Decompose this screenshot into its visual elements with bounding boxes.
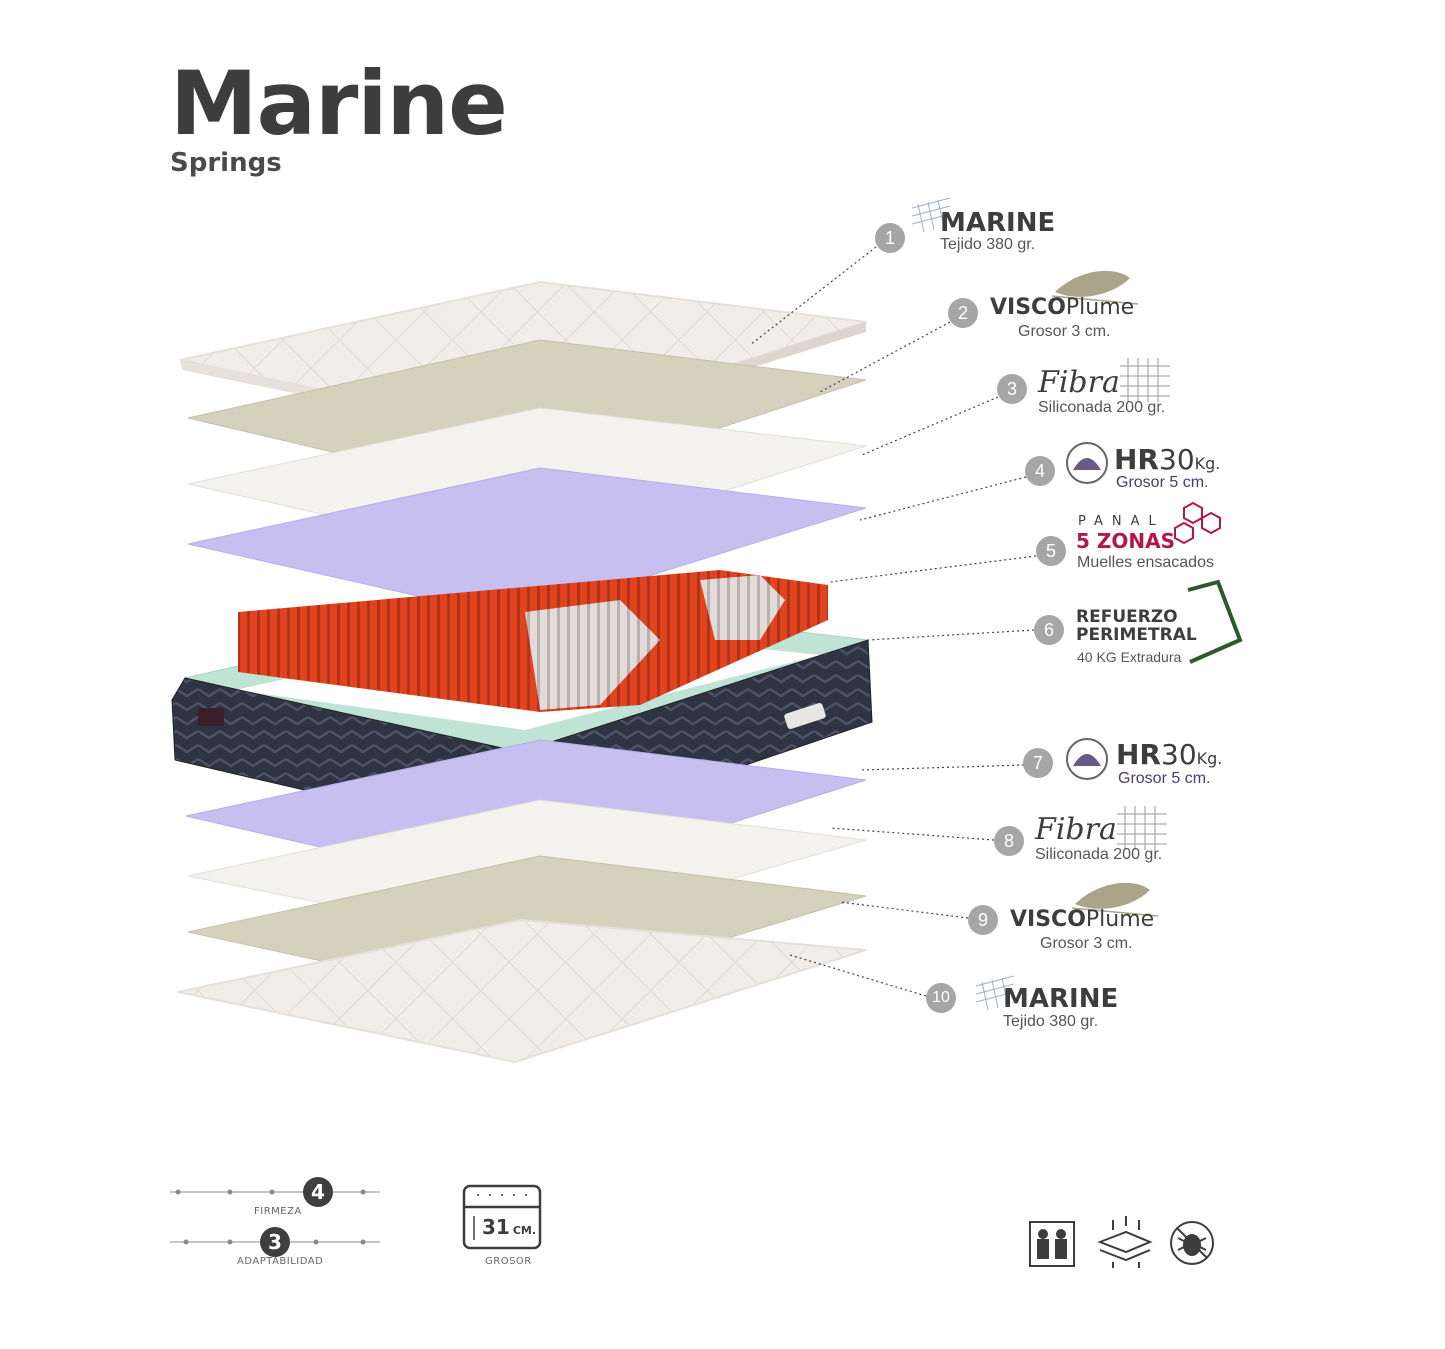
callout-number: 9 <box>968 905 998 935</box>
feather-icon <box>1051 270 1139 305</box>
firmeza-value-badge: 4 <box>303 1177 333 1207</box>
layer-name: HR30Kg. <box>1114 443 1221 476</box>
layer-name: Fibra <box>1035 812 1117 847</box>
callout-number: 6 <box>1034 615 1064 645</box>
grosor-label: GROSOR <box>485 1256 532 1267</box>
layer-cover-bottom <box>177 918 867 1064</box>
layer-desc: Siliconada 200 gr. <box>1035 846 1163 863</box>
mesh-icon <box>975 975 1015 1011</box>
mattress-thickness-icon <box>462 1184 542 1250</box>
layer-springs <box>238 570 828 712</box>
layer-desc: Tejido 380 gr. <box>940 236 1036 253</box>
adaptabilidad-label: ADAPTABILIDAD <box>237 1256 324 1267</box>
layer-desc: 40 KG Extradura <box>1077 649 1182 665</box>
layer-desc: Grosor 3 cm. <box>1040 935 1133 952</box>
callout-number: 10 <box>926 983 956 1013</box>
layer-name: PERIMETRAL <box>1076 625 1197 645</box>
grid-icon <box>1120 358 1170 402</box>
callout-number: 2 <box>948 298 978 328</box>
frame-icon <box>1187 579 1243 664</box>
firmeza-label: FIRMEZA <box>254 1206 302 1217</box>
anti-mite-icon <box>1170 1221 1214 1265</box>
layer-name: MARINE <box>1003 984 1119 1014</box>
layer-name: Fibra <box>1038 365 1120 400</box>
layer-desc: Grosor 5 cm. <box>1118 770 1211 787</box>
mesh-icon <box>911 197 951 233</box>
layer-name-prefix: PANAL <box>1078 514 1165 529</box>
scale-dots <box>175 1189 366 1245</box>
layer-name: 5 ZONAS <box>1076 529 1176 553</box>
layer-name: VISCOPlume <box>990 295 1135 320</box>
adaptabilidad-value-badge: 3 <box>260 1227 290 1257</box>
callout-number: 3 <box>997 374 1027 404</box>
layer-name: VISCOPlume <box>1010 907 1155 932</box>
layer-name: HR30Kg. <box>1116 738 1223 771</box>
layer-name: REFUERZO <box>1076 607 1178 627</box>
layer-desc: Muelles ensacados <box>1077 554 1214 571</box>
grid-icon <box>1117 806 1167 850</box>
callout-number: 5 <box>1036 536 1066 566</box>
page-subtitle: Springs <box>170 148 282 178</box>
callout-number: 7 <box>1023 748 1053 778</box>
two-people-icon <box>1029 1221 1075 1267</box>
layer-desc: Tejido 380 gr. <box>1003 1013 1099 1030</box>
layer-desc: Siliconada 200 gr. <box>1038 399 1166 416</box>
layer-desc: Grosor 3 cm. <box>1018 323 1111 340</box>
honeycomb-icon <box>1174 501 1221 545</box>
page-title: Marine <box>170 52 508 155</box>
feather-icon <box>1071 882 1159 917</box>
callout-number: 4 <box>1025 456 1055 486</box>
callout-number: 1 <box>875 223 905 253</box>
leader-lines <box>749 246 1037 997</box>
callout-number: 8 <box>994 826 1024 856</box>
layer-desc: Grosor 5 cm. <box>1116 474 1209 491</box>
breathable-layers-icon <box>1097 1216 1153 1268</box>
layer-hr-top <box>187 467 867 619</box>
dome-icon <box>1066 738 1108 780</box>
dome-icon <box>1066 442 1108 484</box>
layer-name: MARINE <box>940 208 1056 238</box>
